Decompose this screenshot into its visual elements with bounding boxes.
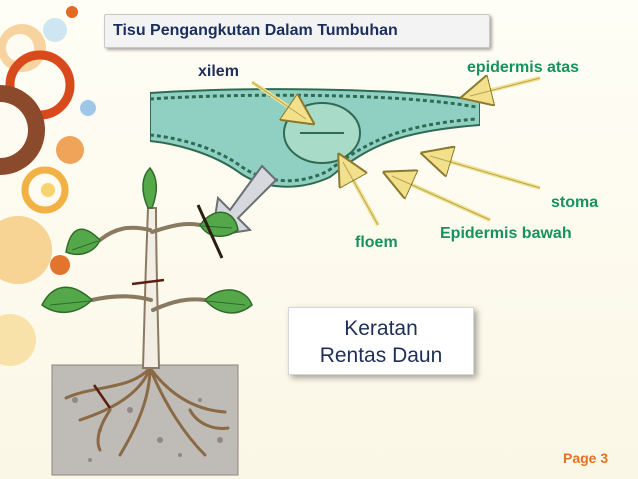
decorative-circles (0, 6, 96, 366)
page-label: Page 3 (563, 450, 609, 466)
label-xilem: xilem (198, 63, 239, 80)
label-floem: floem (355, 234, 398, 251)
label-stoma: stoma (551, 194, 599, 211)
caption-line-1: Keratan (344, 317, 418, 340)
label-epidermis-bawah: Epidermis bawah (440, 225, 572, 242)
caption-line-2: Rentas Daun (319, 344, 443, 367)
slide-title: Tisu Pengangkutan Dalam Tumbuhan (104, 14, 490, 48)
label-epidermis-atas: epidermis atas (467, 59, 580, 76)
caption-box: Keratan Rentas Daun (288, 307, 474, 375)
